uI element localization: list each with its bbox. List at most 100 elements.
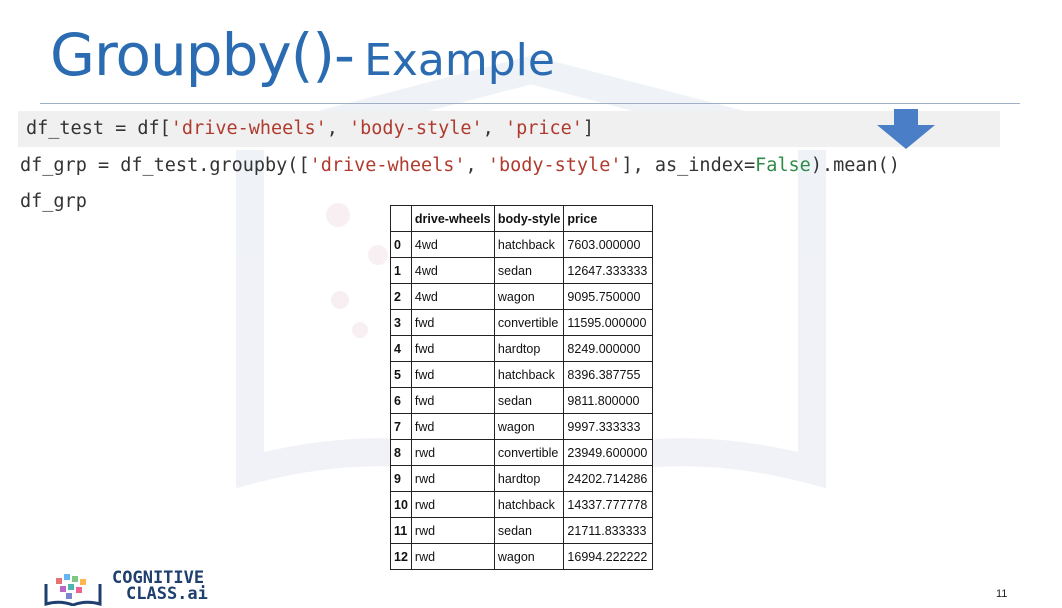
- table-index-cell: 5: [390, 361, 412, 388]
- code-line-2-part: ], as_index=: [621, 155, 756, 176]
- table-index-cell: 4: [390, 335, 412, 362]
- code-string: 'drive-wheels': [309, 155, 466, 176]
- table-cell: hatchback: [493, 361, 565, 388]
- table-index-cell: 10: [390, 491, 412, 518]
- table-header-cell: price: [563, 205, 654, 232]
- table-index-cell: 12: [390, 543, 412, 570]
- table-cell: 8396.387755: [563, 361, 654, 388]
- code-line-1-part: ,: [326, 118, 350, 139]
- table-cell: fwd: [410, 309, 495, 336]
- table-index-cell: 7: [390, 413, 412, 440]
- table-cell: hardtop: [493, 335, 565, 362]
- table-cell: sedan: [493, 257, 565, 284]
- code-line-1-part: ]: [582, 118, 595, 139]
- table-cell: hatchback: [493, 491, 565, 518]
- code-highlight-band: [18, 111, 1000, 147]
- code-string: 'body-style': [349, 118, 483, 139]
- table-cell: sedan: [493, 517, 565, 544]
- table-index-cell: 6: [390, 387, 412, 414]
- table-cell: rwd: [410, 543, 495, 570]
- table-cell: 12647.333333: [563, 257, 654, 284]
- table-cell: sedan: [493, 387, 565, 414]
- table-cell: 24202.714286: [563, 465, 654, 492]
- logo-text-line-2: CLASS.ai: [126, 584, 208, 604]
- code-string: 'price': [504, 118, 583, 139]
- table-header-cell: [390, 205, 412, 232]
- table-cell: fwd: [410, 361, 495, 388]
- table-index-cell: 3: [390, 309, 412, 336]
- table-cell: 4wd: [410, 257, 495, 284]
- table-cell: hatchback: [493, 231, 565, 258]
- code-keyword: False: [755, 155, 811, 176]
- table-cell: wagon: [493, 413, 565, 440]
- table-cell: rwd: [410, 465, 495, 492]
- logo-text: COGNITIVE CLASS.ai: [112, 568, 208, 604]
- table-cell: hardtop: [493, 465, 565, 492]
- code-string: 'body-style': [487, 155, 622, 176]
- table-cell: 7603.000000: [563, 231, 654, 258]
- table-index-cell: 11: [390, 517, 412, 544]
- table-index-cell: 9: [390, 465, 412, 492]
- table-cell: 4wd: [410, 231, 495, 258]
- table-cell: 9997.333333: [563, 413, 654, 440]
- table-cell: rwd: [410, 439, 495, 466]
- code-string: 'drive-wheels': [170, 118, 327, 139]
- table-cell: fwd: [410, 335, 495, 362]
- table-header-cell: body-style: [493, 205, 565, 232]
- table-cell: 9811.800000: [563, 387, 654, 414]
- table-index-cell: 1: [390, 257, 412, 284]
- slide-title-main: Groupby()-: [50, 21, 355, 89]
- table-cell: convertible: [493, 309, 565, 336]
- code-line-1-part: df_test = df[: [26, 118, 171, 139]
- table-cell: convertible: [493, 439, 565, 466]
- table-cell: 8249.000000: [563, 335, 654, 362]
- table-cell: 23949.600000: [563, 439, 654, 466]
- code-line-2-part: ).mean(): [810, 155, 900, 176]
- code-line-2-part: df_grp = df_test.groupby([: [20, 155, 310, 176]
- table-cell: 4wd: [410, 283, 495, 310]
- page-number: 11: [996, 588, 1008, 600]
- table-index-cell: 8: [390, 439, 412, 466]
- table-cell: fwd: [410, 387, 495, 414]
- table-index-cell: 2: [390, 283, 412, 310]
- logo-text-line-1: COGNITIVE: [112, 568, 205, 588]
- table-cell: fwd: [410, 413, 495, 440]
- table-cell: wagon: [493, 543, 565, 570]
- table-header-cell: drive-wheels: [410, 205, 495, 232]
- code-line-3: df_grp: [20, 191, 87, 212]
- table-header-row: drive-wheels body-style price: [390, 205, 654, 232]
- code-line-1-part: ,: [482, 118, 505, 139]
- table-cell: 21711.833333: [563, 517, 654, 544]
- table-cell: rwd: [410, 517, 495, 544]
- cognitive-class-logo-icon: [44, 574, 102, 606]
- code-line-1: df_test = df['drive-wheels', 'body-style…: [26, 118, 594, 140]
- table-cell: 11595.000000: [563, 309, 654, 336]
- table-cell: 16994.222222: [563, 543, 654, 570]
- down-arrow-icon: [877, 109, 935, 149]
- table-cell: wagon: [493, 283, 565, 310]
- code-line-2-part: ,: [465, 155, 488, 176]
- title-divider: [40, 103, 1020, 104]
- slide-title: Groupby()- Example: [50, 26, 555, 84]
- code-line-2: df_grp = df_test.groupby(['drive-wheels'…: [20, 155, 900, 177]
- table-cell: 9095.750000: [563, 283, 654, 310]
- slide-title-sub: Example: [364, 35, 555, 86]
- cognitive-class-logo: COGNITIVE CLASS.ai: [42, 570, 227, 606]
- table-cell: rwd: [410, 491, 495, 518]
- table-cell: 14337.777778: [563, 491, 654, 518]
